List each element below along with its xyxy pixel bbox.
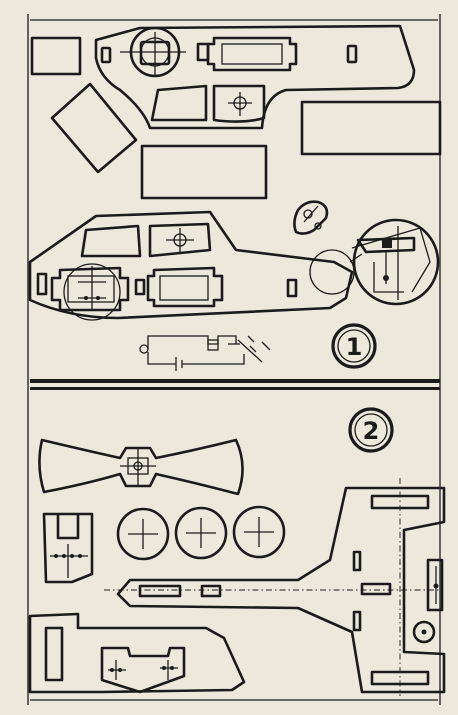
bracket-part [42, 512, 94, 584]
figure-1-badge: 1 [331, 323, 377, 369]
panel-part-diamond [50, 82, 138, 174]
figure-separator [30, 379, 440, 390]
wheel-1 [116, 507, 170, 561]
chassis-part [104, 478, 446, 696]
figure-2-badge: 2 [348, 407, 394, 453]
car-body-lower [28, 210, 354, 321]
magnified-detail [309, 218, 440, 306]
figure-2-panel: 2 [28, 407, 446, 696]
clip-detail [293, 200, 329, 235]
figure-1-number: 1 [346, 333, 363, 361]
figure-1-panel: 1 [28, 24, 442, 371]
figure-2-number: 2 [363, 417, 380, 445]
panel-part-side [300, 100, 442, 156]
wheel-3 [232, 505, 286, 559]
sheet-frame [27, 14, 441, 705]
circuit-diagram [139, 335, 271, 371]
panel-part-small [30, 36, 82, 76]
base-frame-part [28, 612, 246, 694]
wheel-2 [174, 506, 228, 560]
panel-part-bottom [140, 144, 268, 200]
car-body-upper [94, 24, 416, 130]
propeller-part [38, 438, 244, 496]
